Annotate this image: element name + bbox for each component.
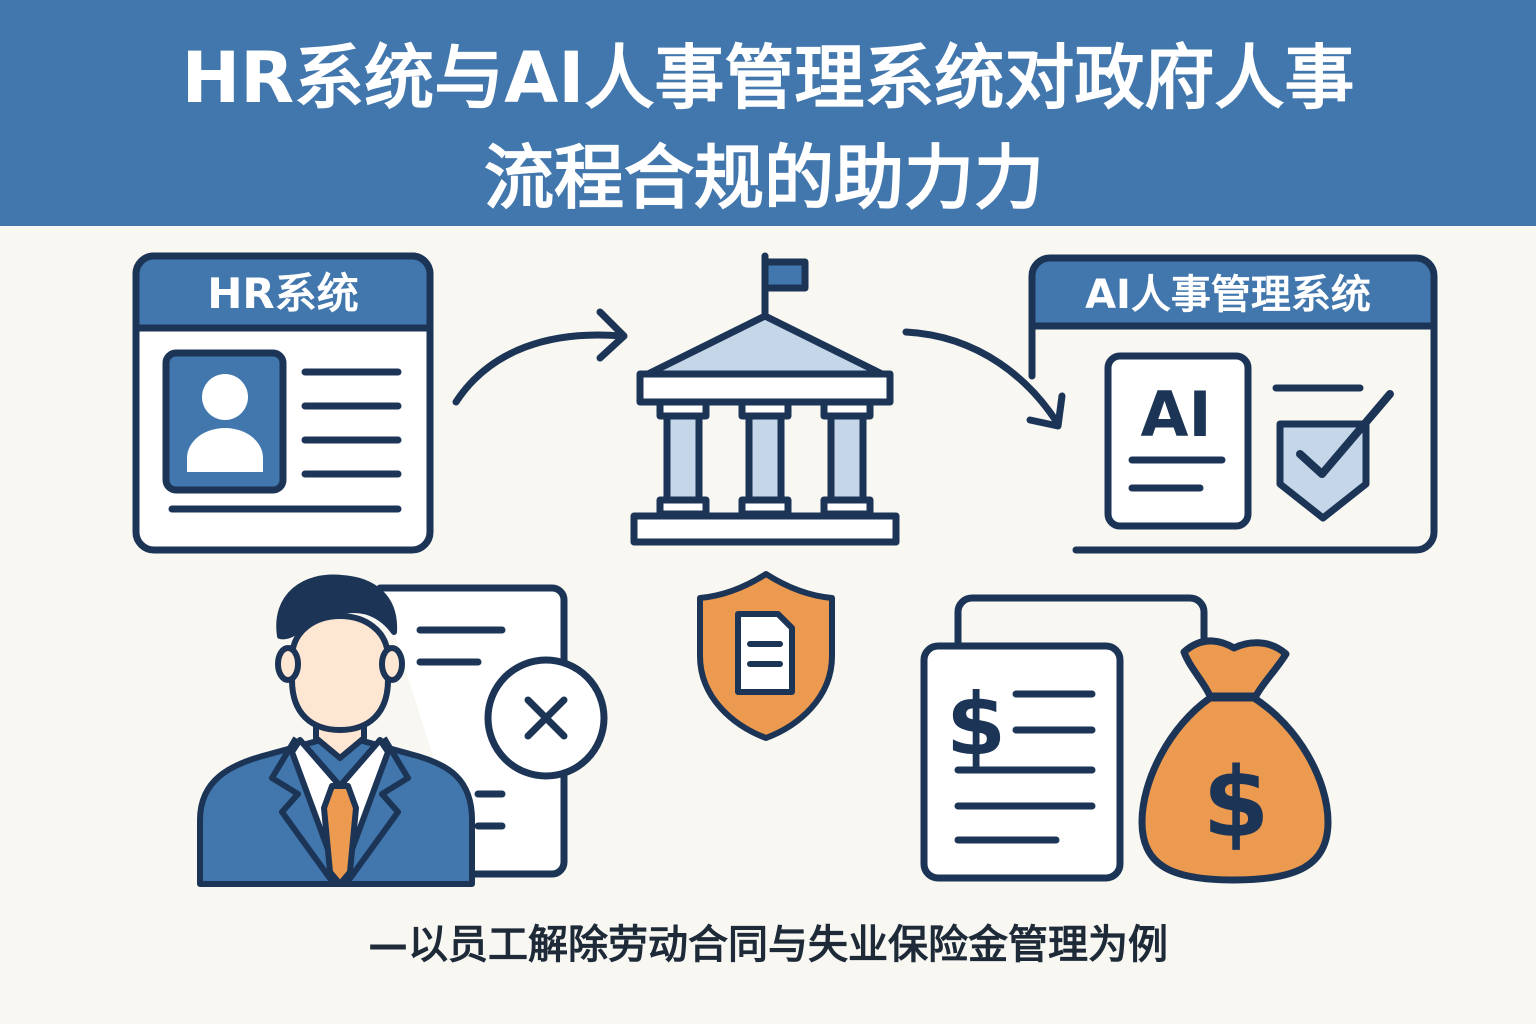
document-dollar-sign: $	[946, 675, 1006, 775]
ai-badge: AI	[1140, 378, 1211, 451]
ai-document-icon: AI	[1104, 352, 1252, 530]
title-line-1: HR系统与AI人事管理系统对政府人事	[181, 37, 1355, 119]
employee-avatar-icon	[197, 574, 475, 887]
ai-system-card: AI人事管理系统 AI	[1028, 254, 1438, 554]
government-building-icon	[630, 252, 900, 546]
money-bag-dollar-sign: $	[1203, 747, 1270, 859]
hr-system-label: HR系统	[207, 269, 359, 318]
arrow-to-government-icon	[452, 308, 628, 406]
unemployment-benefit-document-icon: $	[920, 594, 1208, 882]
hr-detail-lines	[168, 368, 402, 513]
id-photo-icon	[162, 349, 287, 494]
arrow-to-ai-icon	[902, 328, 1066, 430]
close-icon	[524, 696, 568, 740]
title-banner: HR系统与AI人事管理系统对政府人事 流程合规的助力力	[0, 0, 1536, 226]
hr-system-header	[132, 252, 434, 332]
ai-system-label: AI人事管理系统	[1085, 272, 1371, 318]
termination-document-icon	[376, 584, 608, 878]
title-line-2: 流程合规的助力力	[484, 137, 1044, 219]
compliance-shield-icon	[697, 571, 835, 741]
check-shield-icon	[1276, 390, 1394, 522]
ai-system-header	[1028, 254, 1438, 330]
money-bag-icon: $	[1138, 637, 1332, 884]
caption: —以员工解除劳动合同与失业保险金管理为例	[368, 922, 1168, 968]
hr-system-card: HR系统	[132, 252, 434, 554]
